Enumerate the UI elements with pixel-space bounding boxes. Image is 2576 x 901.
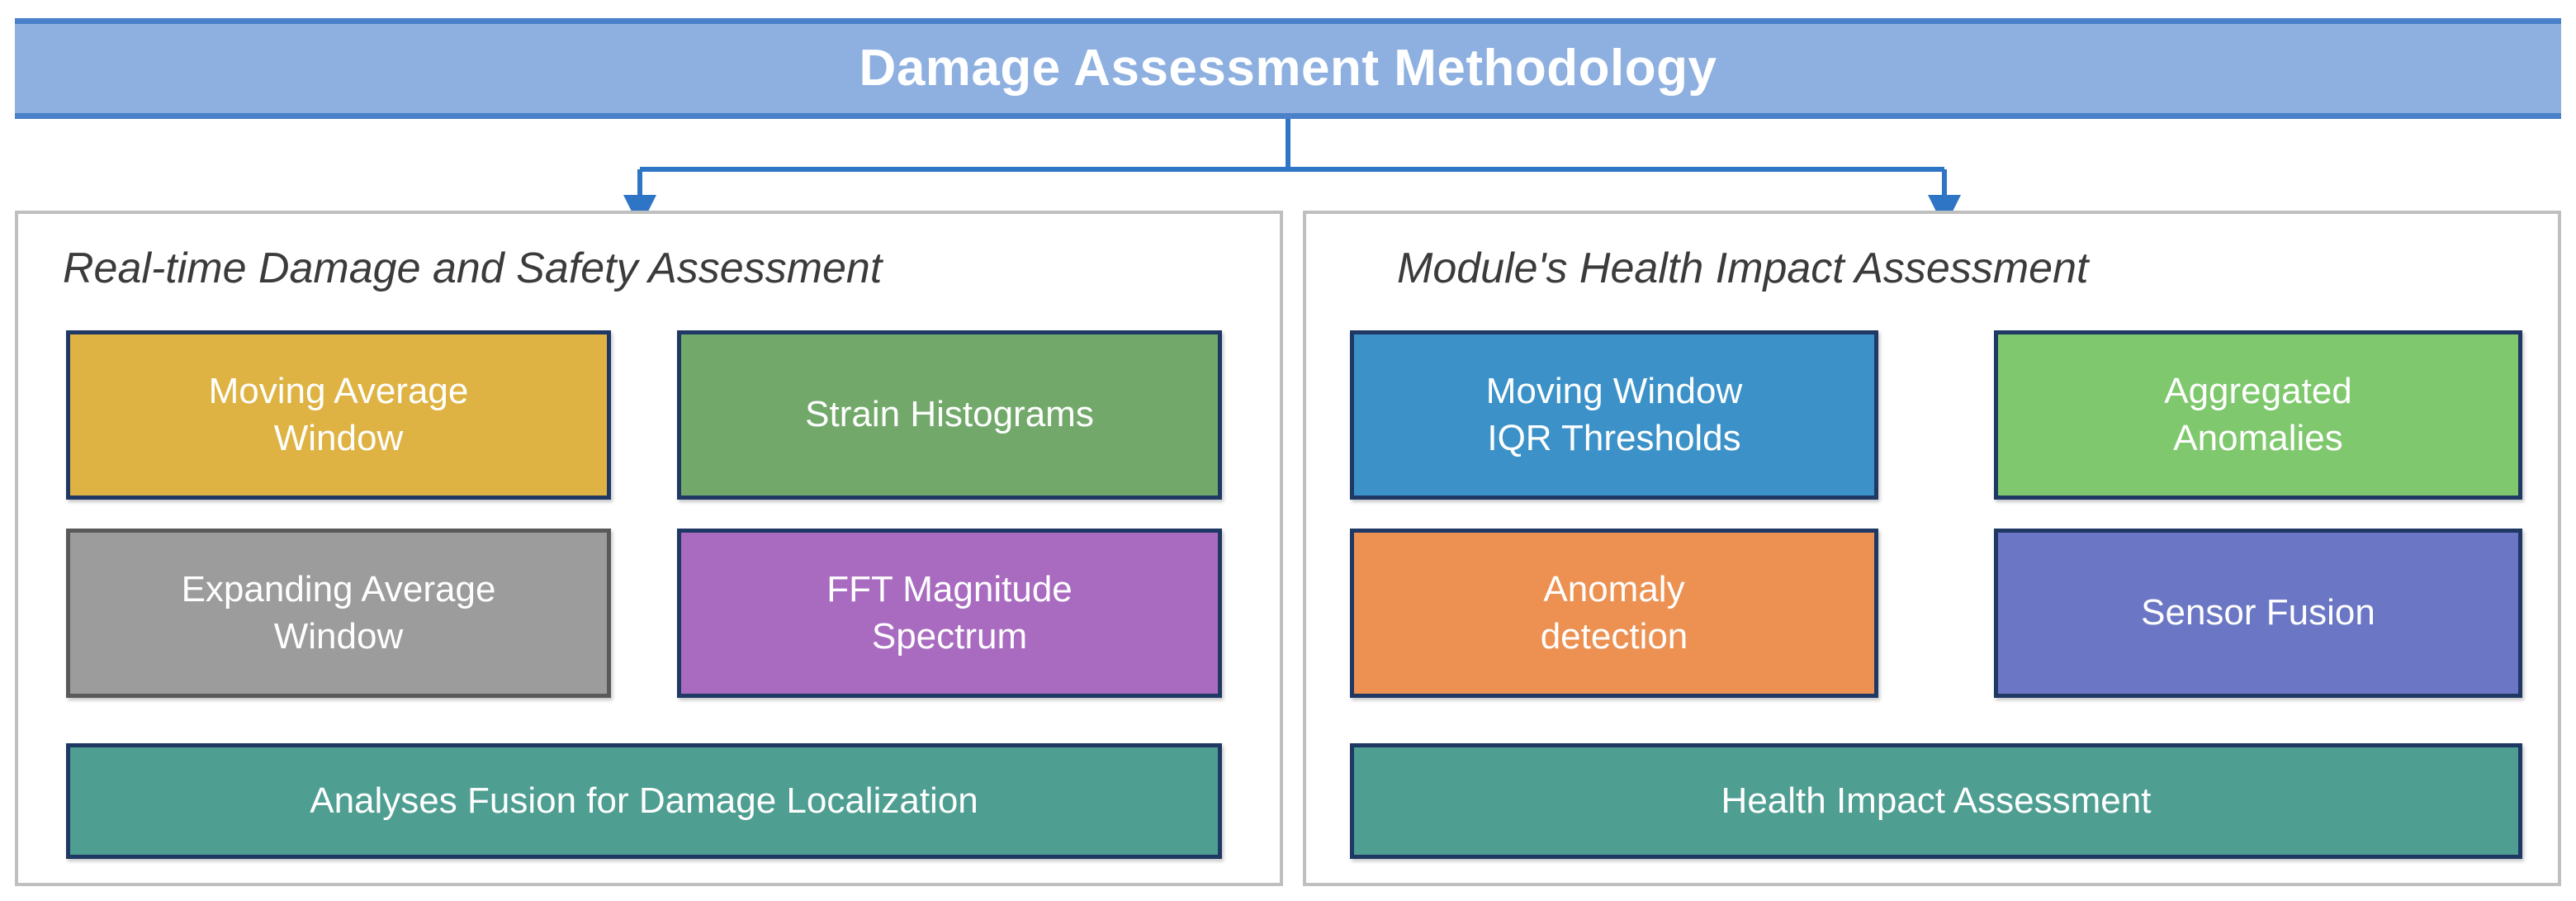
node-moving-average-window[interactable]: Moving Average Window (66, 330, 611, 500)
node-health-impact-assessment[interactable]: Health Impact Assessment (1350, 743, 2522, 859)
node-label: Moving Window IQR Thresholds (1485, 371, 1743, 458)
node-strain-histograms[interactable]: Strain Histograms (677, 330, 1222, 500)
node-moving-window-iqr-thresholds[interactable]: Moving Window IQR Thresholds (1350, 330, 1878, 500)
panel-right-title: Module's Health Impact Assessment (1397, 244, 2089, 292)
node-label: Anomaly detection (1540, 569, 1688, 657)
node-sensor-fusion[interactable]: Sensor Fusion (1994, 529, 2522, 698)
page-title: Damage Assessment Methodology (859, 40, 1717, 97)
node-label: Health Impact Assessment (1721, 780, 2152, 821)
panel-left-title: Real-time Damage and Safety Assessment (63, 244, 883, 292)
node-analyses-fusion-damage-localization[interactable]: Analyses Fusion for Damage Localization (66, 743, 1222, 859)
diagram-title-banner: Damage Assessment Methodology (15, 18, 2561, 119)
node-expanding-average-window[interactable]: Expanding Average Window (66, 529, 611, 698)
node-label: Sensor Fusion (2141, 592, 2375, 633)
node-label: Strain Histograms (805, 394, 1094, 435)
node-label: FFT Magnitude Spectrum (826, 569, 1073, 657)
node-fft-magnitude-spectrum[interactable]: FFT Magnitude Spectrum (677, 529, 1222, 698)
node-aggregated-anomalies[interactable]: Aggregated Anomalies (1994, 330, 2522, 500)
node-label: Analyses Fusion for Damage Localization (310, 780, 978, 821)
node-label: Expanding Average Window (181, 569, 496, 657)
node-label: Aggregated Anomalies (2164, 371, 2352, 458)
node-label: Moving Average Window (208, 371, 469, 458)
node-anomaly-detection[interactable]: Anomaly detection (1350, 529, 1878, 698)
connector-title-split (637, 119, 1947, 198)
